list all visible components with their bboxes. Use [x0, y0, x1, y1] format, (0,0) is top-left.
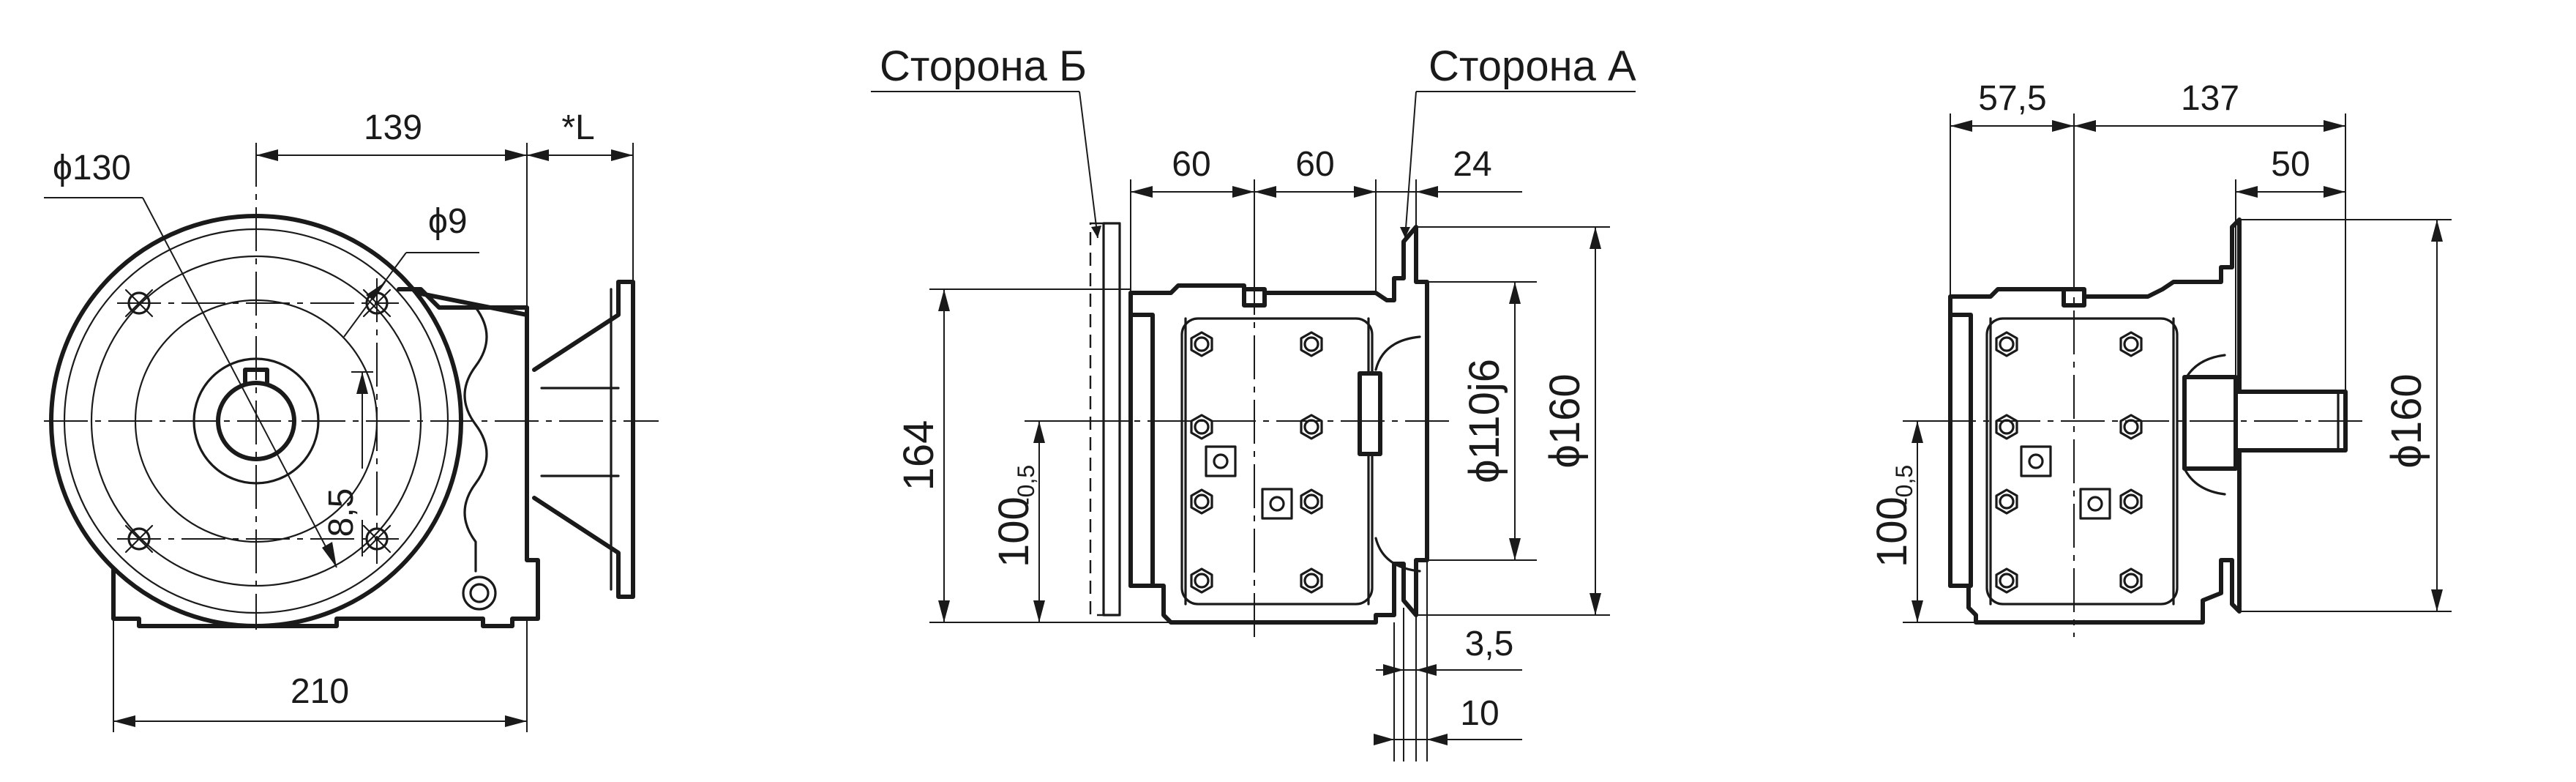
side-view: Сторона Б Сторона А 60 60 24 164 100: [871, 42, 1636, 761]
bolt-hex: [2119, 488, 2143, 515]
dim-164-label: 164: [895, 420, 943, 491]
bolt-hex: [1190, 488, 1213, 515]
bolt-hex: [1995, 331, 2018, 357]
dim-60-right-label: 60: [1295, 145, 1334, 184]
side-a-label: Сторона А: [1429, 42, 1636, 90]
dim-50-label: 50: [2271, 145, 2310, 184]
bolt-hex: [1300, 488, 1323, 515]
bolt-hex: [1995, 414, 2018, 440]
bolt-hex: [2119, 567, 2143, 594]
dim-8-5-label: 8,5: [322, 488, 361, 537]
dim-137-label: 137: [2181, 79, 2239, 118]
dim-100-label: 100: [990, 496, 1038, 567]
dim-L-label: *L: [561, 108, 594, 147]
dim-100-tolerance: -0,5: [1013, 465, 1039, 505]
bolt-hex: [1995, 567, 2018, 594]
bolt-hex: [1995, 488, 2018, 515]
end-dim-100-tolerance: -0,5: [1891, 465, 1917, 505]
dim-phi160-label: ϕ160: [1541, 373, 1589, 468]
front-view: 139 *L ϕ130 ϕ9 8,5 210: [44, 108, 659, 732]
bolt-hex: [2119, 414, 2143, 440]
dim-phi110j6-label: ϕ110j6: [1461, 359, 1508, 483]
side-b-label: Сторона Б: [880, 42, 1087, 90]
end-view: 57,5 137 50 100 -0,5 ϕ160: [1868, 79, 2452, 637]
dim-10-label: 10: [1460, 694, 1499, 733]
dim-210-label: 210: [291, 672, 349, 711]
dim-139-label: 139: [364, 108, 422, 147]
bolt-hex: [1300, 331, 1323, 357]
end-dim-100-label: 100: [1868, 496, 1916, 567]
bolt-hex: [1190, 331, 1213, 357]
bolt-hex: [1190, 567, 1213, 594]
bolt-hex: [1300, 414, 1323, 440]
dim-phi130-label: ϕ130: [53, 149, 131, 187]
bolt-hex: [2119, 331, 2143, 357]
dim-60-left-label: 60: [1172, 145, 1210, 184]
bolt-hex: [1190, 414, 1213, 440]
dim-3-5-label: 3,5: [1465, 625, 1514, 663]
dim-phi9-label: ϕ9: [428, 202, 468, 241]
dim-24-label: 24: [1453, 145, 1491, 184]
bolt-hex: [1300, 567, 1323, 594]
dim-57-5-label: 57,5: [1978, 79, 2046, 118]
end-dim-phi160-label: ϕ160: [2383, 373, 2430, 468]
